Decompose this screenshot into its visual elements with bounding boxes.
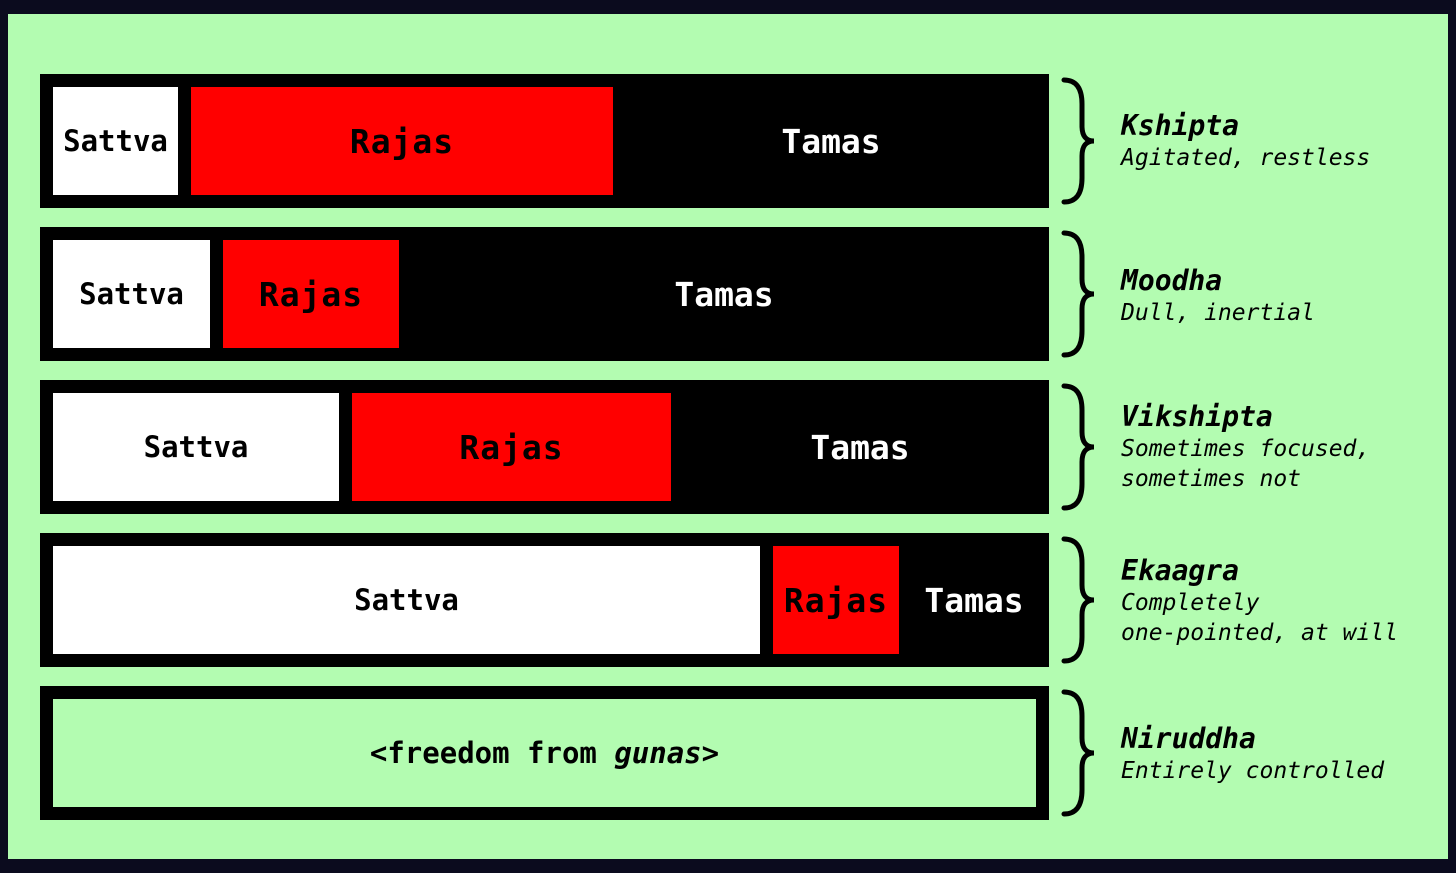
segment-sattva: Sattva: [53, 546, 760, 654]
diagram-canvas: Sattva Rajas Tamas Sattva Rajas Tamas Sa…: [8, 14, 1448, 859]
segment-tamas: Tamas: [781, 121, 881, 161]
brace-icon: [1061, 230, 1095, 358]
freedom-prefix: <freedom from: [369, 736, 615, 770]
segment-rajas: Rajas: [773, 546, 899, 654]
state-name: Moodha: [1121, 264, 1223, 297]
segment-tamas: Tamas: [924, 580, 1024, 620]
state-name: Ekaagra: [1121, 554, 1240, 587]
segment-sattva: Sattva: [53, 87, 178, 195]
freedom-suffix: >: [701, 736, 720, 770]
bar-vikshipta: Sattva Rajas Tamas: [40, 380, 1049, 514]
segment-freedom: <freedom from gunas>: [53, 699, 1036, 807]
segment-tamas: Tamas: [810, 427, 910, 467]
freedom-emphasis: gunas: [614, 736, 702, 770]
segment-sattva: Sattva: [53, 393, 339, 501]
state-description: Sometimes focused, sometimes not: [1121, 436, 1371, 492]
segment-sattva: Sattva: [53, 240, 210, 348]
state-label-ekaagra: Ekaagra Completely one-pointed, at will: [1121, 554, 1441, 648]
segment-rajas: Rajas: [223, 240, 399, 348]
segment-rajas: Rajas: [352, 393, 671, 501]
brace-icon: [1061, 383, 1095, 511]
state-description: Completely one-pointed, at will: [1121, 590, 1398, 646]
state-name: Vikshipta: [1121, 400, 1273, 433]
state-label-kshipta: Kshipta Agitated, restless: [1121, 109, 1441, 173]
segment-tamas: Tamas: [674, 274, 774, 314]
state-name: Niruddha: [1121, 722, 1256, 755]
state-description: Dull, inertial: [1121, 300, 1315, 326]
brace-icon: [1061, 536, 1095, 664]
bar-niruddha: <freedom from gunas>: [40, 686, 1049, 820]
brace-icon: [1061, 77, 1095, 205]
state-label-niruddha: Niruddha Entirely controlled: [1121, 722, 1441, 786]
brace-icon: [1061, 689, 1095, 817]
state-description: Agitated, restless: [1121, 145, 1371, 171]
state-description: Entirely controlled: [1121, 758, 1385, 784]
bar-moodha: Sattva Rajas Tamas: [40, 227, 1049, 361]
state-label-vikshipta: Vikshipta Sometimes focused, sometimes n…: [1121, 400, 1441, 494]
bar-kshipta: Sattva Rajas Tamas: [40, 74, 1049, 208]
state-name: Kshipta: [1121, 109, 1240, 142]
state-label-moodha: Moodha Dull, inertial: [1121, 264, 1441, 328]
bar-ekaagra: Sattva Rajas Tamas: [40, 533, 1049, 667]
segment-rajas: Rajas: [191, 87, 613, 195]
